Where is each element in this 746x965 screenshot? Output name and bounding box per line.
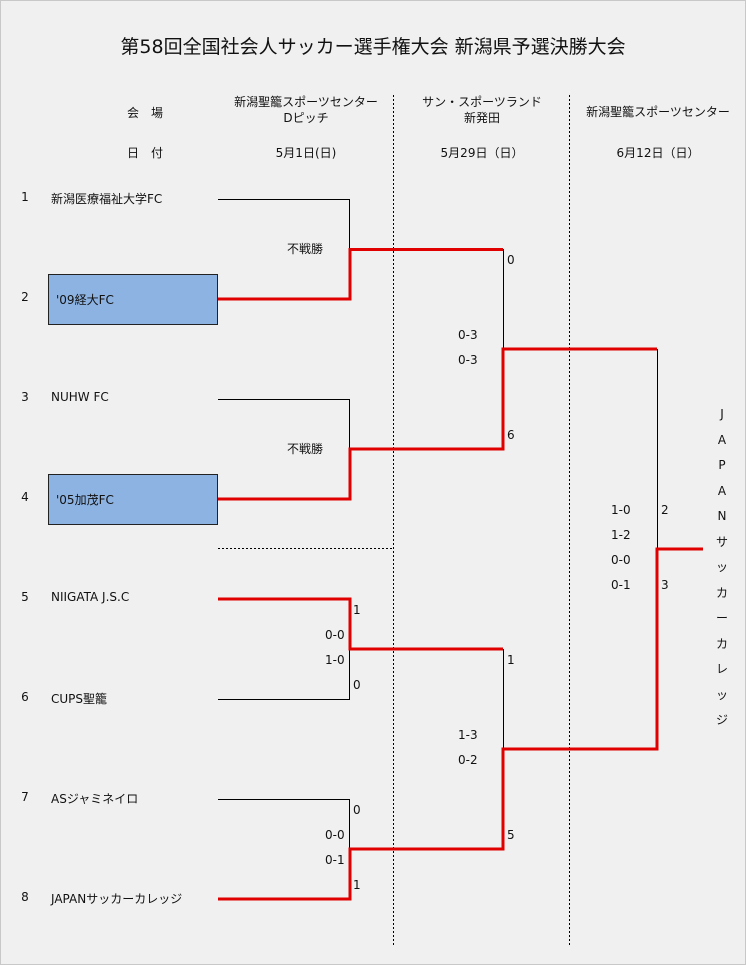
page-title: 第58回全国社会人サッカー選手権大会 新潟県予選決勝大会 — [120, 36, 626, 58]
half-score-m4-1: 0-0 — [325, 828, 345, 842]
half-score-sf2-2: 0-2 — [458, 753, 478, 767]
champion-char: カ — [715, 636, 728, 651]
score-m3-bottom: 0 — [353, 678, 361, 692]
team-name-1: 新潟医療福祉大学FC — [51, 192, 163, 206]
round2-date: 5月29日（日） — [440, 146, 524, 160]
venue-label: 会 場 — [126, 106, 163, 120]
final-half1: 1-0 — [611, 503, 631, 517]
final-date: 6月12日（日） — [616, 146, 700, 160]
bracket-line-team1 — [218, 199, 350, 249]
bracket-line-team3 — [218, 399, 350, 449]
win-path-team5 — [218, 597, 503, 651]
seed-4: 4 — [21, 490, 29, 504]
score-m4-top: 0 — [353, 803, 361, 817]
seed-7: 7 — [21, 790, 29, 804]
bracket-line-team6 — [218, 649, 350, 700]
half-score-m3-1: 0-0 — [325, 628, 345, 642]
score-sf2-bottom: 5 — [507, 828, 515, 842]
date-label: 日 付 — [126, 146, 163, 160]
champion-char: ジ — [715, 713, 728, 727]
champion-char: ッ — [715, 687, 728, 702]
team-name-2: '09経大FC — [56, 293, 114, 307]
final-et2: 0-1 — [611, 578, 631, 592]
bracket-line-team7 — [218, 799, 350, 849]
final-venue: 新潟聖籠スポーツセンター — [586, 105, 730, 119]
round1-venue-line1: 新潟聖籠スポーツセンター — [234, 95, 378, 109]
score-sf1-top: 0 — [507, 253, 515, 267]
half-score-m3-2: 1-0 — [325, 653, 345, 667]
champion-char: N — [717, 509, 727, 523]
seed-8: 8 — [21, 890, 29, 904]
champion-char: サ — [715, 534, 728, 549]
team-name-6: CUPS聖籠 — [51, 692, 108, 706]
team-name-7: ASジャミネイロ — [51, 792, 139, 806]
bracket-line-sf1-loser — [350, 249, 504, 349]
half-score-m4-2: 0-1 — [325, 853, 345, 867]
round1-venue-line2: Dピッチ — [283, 111, 329, 125]
round1-venue: 新潟聖籠スポーツセンター Dピッチ — [218, 94, 394, 126]
champion-char: J — [720, 407, 724, 421]
walkover-label-m2: 不戦勝 — [287, 442, 324, 456]
final-et1: 0-0 — [611, 553, 631, 567]
score-sf2-top: 1 — [507, 653, 515, 667]
team-name-3: NUHW FC — [51, 390, 109, 404]
team-name-8: JAPANサッカーカレッジ — [51, 892, 183, 906]
champion-char: P — [718, 458, 726, 472]
score-m3-top: 1 — [353, 603, 361, 617]
champion-char: A — [717, 483, 727, 498]
team-name-4: '05加茂FC — [56, 493, 114, 507]
walkover-label-m1: 不戦勝 — [287, 242, 324, 256]
bracket-line-sf2-loser — [350, 649, 504, 749]
score-m4-bottom: 1 — [353, 878, 361, 892]
round2-venue: サン・スポーツランド 新発田 — [394, 94, 570, 126]
round2-venue-line1: サン・スポーツランド — [422, 95, 542, 109]
score-sf1-bottom: 6 — [507, 428, 515, 442]
win-path-team2 — [218, 248, 503, 301]
final-score-bottom: 3 — [661, 578, 669, 592]
champion-char: A — [717, 432, 727, 447]
seed-1: 1 — [21, 190, 29, 204]
champion-char: レ — [715, 662, 728, 676]
champion-char: ー — [715, 611, 728, 625]
champion-char: カ — [715, 585, 728, 600]
winner-box-team2: '09経大FC — [48, 274, 218, 325]
team-name-5: NIIGATA J.S.C — [51, 590, 130, 604]
champion-char: ッ — [715, 560, 728, 574]
final-score-top: 2 — [661, 503, 669, 517]
seed-3: 3 — [21, 390, 29, 404]
seed-6: 6 — [21, 690, 29, 704]
seed-5: 5 — [21, 590, 29, 604]
half-score-sf1-1: 0-3 — [458, 328, 478, 342]
winner-box-team4: '05加茂FC — [48, 474, 218, 525]
round2-venue-line2: 新発田 — [463, 111, 500, 125]
half-score-sf1-2: 0-3 — [458, 353, 478, 367]
round1-date: 5月1日(日) — [275, 146, 337, 160]
win-path-team8 — [218, 547, 703, 901]
half-score-sf2-1: 1-3 — [458, 728, 478, 742]
win-path-team4 — [218, 347, 657, 501]
seed-2: 2 — [21, 290, 29, 304]
final-half2: 1-2 — [611, 528, 631, 542]
